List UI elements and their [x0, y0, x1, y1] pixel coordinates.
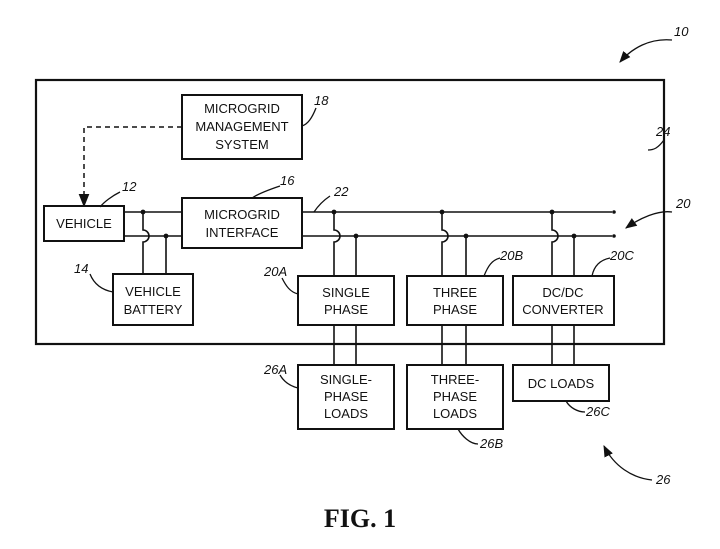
ref-14: 14: [74, 261, 88, 276]
single-loads-line-1: SINGLE-: [320, 372, 372, 387]
ref-26a: 26A: [263, 362, 287, 377]
ref-20a: 20A: [263, 264, 287, 279]
bus-connections: [140, 209, 577, 276]
dc-dc-converter-block: DC/DC CONVERTER: [512, 275, 615, 326]
vehicle-block: VEHICLE: [43, 205, 125, 242]
three-phase-block: THREE PHASE: [406, 275, 504, 326]
leader-lines: [89, 39, 673, 481]
microgrid-interface-block: MICROGRID INTERFACE: [181, 197, 303, 249]
ref-22: 22: [333, 184, 349, 199]
ref-18: 18: [314, 93, 329, 108]
three-phase-line-1: THREE: [433, 285, 477, 300]
single-loads-line-2: PHASE: [324, 389, 368, 404]
three-phase-loads-block: THREE- PHASE LOADS: [406, 364, 504, 430]
mgmt-line-2: MANAGEMENT: [195, 119, 288, 134]
three-loads-line-3: LOADS: [433, 406, 477, 421]
reference-numerals: 10 18 12 16 22 20 14 20A 20B 20C 24 26A …: [74, 24, 691, 487]
single-phase-line-2: PHASE: [324, 302, 368, 317]
ref-20: 20: [675, 196, 691, 211]
battery-line-1: VEHICLE: [125, 284, 181, 299]
converter-line-1: DC/DC: [542, 285, 583, 300]
three-phase-line-2: PHASE: [433, 302, 477, 317]
ref-12: 12: [122, 179, 137, 194]
load-connections: [333, 325, 575, 365]
ref-20b: 20B: [499, 248, 523, 263]
single-phase-line-1: SINGLE: [322, 285, 370, 300]
ref-20c: 20C: [609, 248, 634, 263]
ref-26c: 26C: [585, 404, 610, 419]
vehicle-battery-block: VEHICLE BATTERY: [112, 273, 194, 326]
interface-line-1: MICROGRID: [204, 207, 280, 222]
communication-link: [78, 121, 195, 208]
mgmt-line-1: MICROGRID: [204, 101, 280, 116]
single-phase-block: SINGLE PHASE: [297, 275, 395, 326]
ref-24: 24: [655, 124, 670, 139]
ref-26: 26: [655, 472, 671, 487]
three-loads-line-1: THREE-: [431, 372, 479, 387]
vehicle-label: VEHICLE: [56, 216, 112, 231]
figure-label: FIG. 1: [324, 504, 396, 533]
dc-loads-label: DC LOADS: [528, 376, 595, 391]
ref-10: 10: [674, 24, 689, 39]
ref-26b: 26B: [479, 436, 503, 451]
microgrid-management-system-block: MICROGRID MANAGEMENT SYSTEM: [181, 94, 303, 160]
interface-line-2: INTERFACE: [206, 225, 279, 240]
converter-line-2: CONVERTER: [522, 302, 603, 317]
battery-line-2: BATTERY: [124, 302, 183, 317]
dc-loads-block: DC LOADS: [512, 364, 610, 402]
single-loads-line-3: LOADS: [324, 406, 368, 421]
mgmt-line-3: SYSTEM: [215, 137, 268, 152]
ref-16: 16: [280, 173, 295, 188]
three-loads-line-2: PHASE: [433, 389, 477, 404]
single-phase-loads-block: SINGLE- PHASE LOADS: [297, 364, 395, 430]
